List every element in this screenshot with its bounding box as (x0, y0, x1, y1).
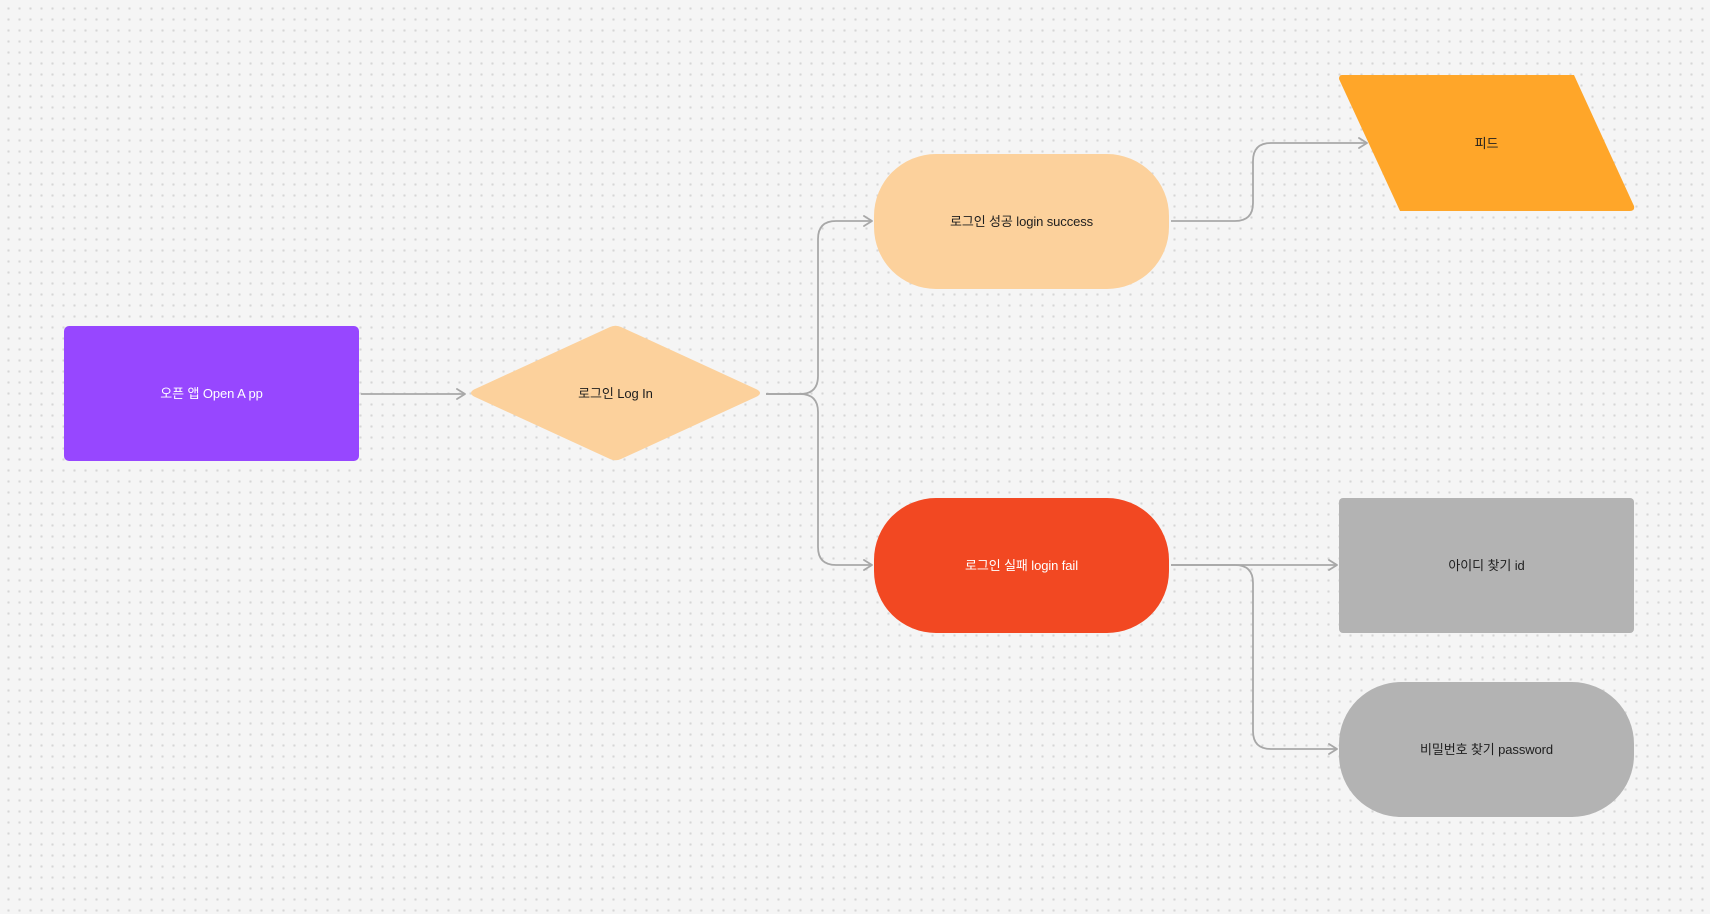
parallelogram-shape (1339, 75, 1635, 211)
node-open-app-label: 오픈 앱 Open A pp (160, 386, 263, 401)
node-login-success-label: 로그인 성공 login success (949, 214, 1094, 229)
node-feed-label: 피드 (1474, 135, 1499, 151)
connector-login-to-fail[interactable] (766, 393, 873, 571)
node-login-label: 로그인 Log In (578, 385, 653, 401)
node-login-fail[interactable]: 로그인 실패 login fail (874, 498, 1169, 633)
node-feed[interactable]: 피드 (1339, 75, 1635, 211)
connector-success-to-feed[interactable] (1171, 137, 1368, 222)
node-find-id[interactable]: 아이디 찾기 id (1339, 498, 1634, 633)
node-login-success[interactable]: 로그인 성공 login success (874, 154, 1169, 289)
node-find-password[interactable]: 비밀번호 찾기 password (1339, 682, 1634, 817)
connector-fail-to-find-password[interactable] (1171, 564, 1338, 755)
node-login-decision[interactable]: 로그인 Log In (467, 325, 764, 461)
node-find-id-label: 아이디 찾기 id (1448, 558, 1525, 573)
connector-login-to-success[interactable] (766, 215, 873, 395)
node-open-app[interactable]: 오픈 앱 Open A pp (64, 326, 359, 461)
node-find-password-label: 비밀번호 찾기 password (1419, 742, 1554, 757)
node-login-fail-label: 로그인 실패 login fail (964, 558, 1079, 573)
diamond-shape (471, 325, 760, 461)
